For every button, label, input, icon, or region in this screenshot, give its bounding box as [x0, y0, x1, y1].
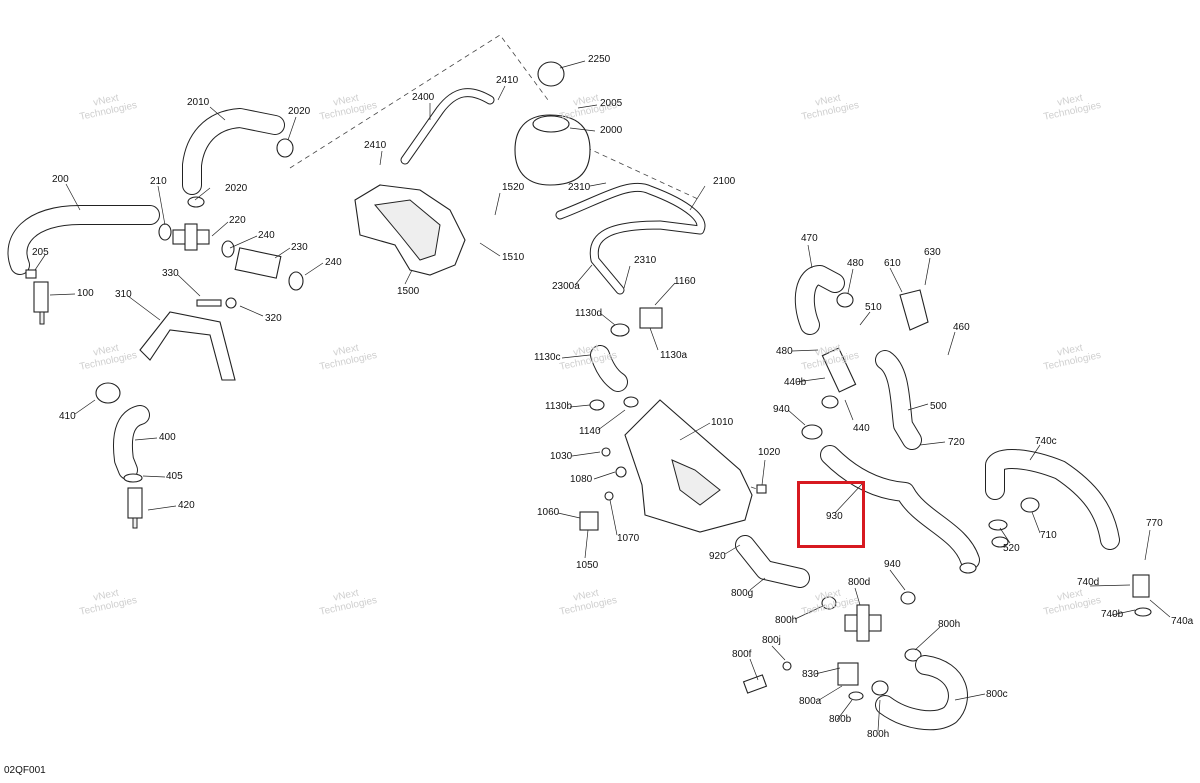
- part-label[interactable]: 740d: [1077, 577, 1100, 588]
- part-label[interactable]: 1010: [711, 417, 734, 428]
- part-label[interactable]: 1060: [537, 507, 560, 518]
- part-label[interactable]: 240: [258, 230, 275, 241]
- part-label[interactable]: 720: [948, 437, 965, 448]
- part-label[interactable]: 710: [1040, 530, 1057, 541]
- part-label[interactable]: 2310: [634, 255, 657, 266]
- part-label[interactable]: 1030: [550, 451, 573, 462]
- part-label[interactable]: 400: [159, 432, 176, 443]
- part-label[interactable]: 2020: [288, 106, 311, 117]
- part-label[interactable]: 2310: [568, 182, 591, 193]
- part-label[interactable]: 800h: [775, 615, 798, 626]
- part-label[interactable]: 930: [826, 511, 843, 522]
- part-label[interactable]: 205: [32, 247, 49, 258]
- part-label[interactable]: 440: [853, 423, 870, 434]
- part-label[interactable]: 800d: [848, 577, 871, 588]
- part-label[interactable]: 500: [930, 401, 947, 412]
- part-label[interactable]: 2400: [412, 92, 435, 103]
- part-label[interactable]: 2250: [588, 54, 611, 65]
- part-label[interactable]: 2020: [225, 183, 248, 194]
- part-label[interactable]: 210: [150, 176, 167, 187]
- part-label[interactable]: 2010: [187, 97, 210, 108]
- highlight-box: [797, 481, 865, 548]
- part-label[interactable]: 740c: [1035, 436, 1057, 447]
- part-label[interactable]: 800g: [731, 588, 754, 599]
- part-label[interactable]: 320: [265, 313, 282, 324]
- part-label[interactable]: 800f: [732, 649, 752, 660]
- part-label[interactable]: 800h: [867, 729, 890, 740]
- part-label[interactable]: 740a: [1171, 616, 1194, 627]
- part-label[interactable]: 2410: [496, 75, 519, 86]
- part-label[interactable]: 1160: [674, 276, 696, 287]
- part-label[interactable]: 460: [953, 322, 970, 333]
- part-label[interactable]: 1130c: [534, 352, 561, 363]
- part-label[interactable]: 200: [52, 174, 69, 185]
- part-label[interactable]: 800c: [986, 689, 1008, 700]
- part-label[interactable]: 100: [77, 288, 94, 299]
- part-label[interactable]: 800j: [762, 635, 781, 646]
- part-label[interactable]: 770: [1146, 518, 1163, 529]
- part-label[interactable]: 800a: [799, 696, 822, 707]
- part-label[interactable]: 2000: [600, 125, 623, 136]
- part-label[interactable]: 1130a: [660, 350, 688, 361]
- part-label[interactable]: 2300a: [552, 281, 580, 292]
- part-label[interactable]: 740b: [1101, 609, 1124, 620]
- part-label[interactable]: 220: [229, 215, 246, 226]
- part-label[interactable]: 480: [847, 258, 864, 269]
- part-label[interactable]: 800b: [829, 714, 852, 725]
- part-label[interactable]: 800h: [938, 619, 961, 630]
- part-label[interactable]: 2100: [713, 176, 736, 187]
- part-label[interactable]: 230: [291, 242, 308, 253]
- part-label[interactable]: 1020: [758, 447, 781, 458]
- part-label[interactable]: 330: [162, 268, 179, 279]
- part-label[interactable]: 1510: [502, 252, 525, 263]
- part-label[interactable]: 1520: [502, 182, 525, 193]
- part-label[interactable]: 1130d: [575, 308, 603, 319]
- part-label[interactable]: 240: [325, 257, 342, 268]
- part-label[interactable]: 1500: [397, 286, 420, 297]
- part-label[interactable]: 940: [884, 559, 901, 570]
- part-label[interactable]: 2005: [600, 98, 623, 109]
- part-label[interactable]: 940: [773, 404, 790, 415]
- diagram-code: 02QF001: [4, 765, 46, 776]
- part-label[interactable]: 830: [802, 669, 819, 680]
- part-label[interactable]: 310: [115, 289, 132, 300]
- part-label[interactable]: 410: [59, 411, 76, 422]
- part-label[interactable]: 1080: [570, 474, 593, 485]
- part-label[interactable]: 440b: [784, 377, 807, 388]
- part-label[interactable]: 2410: [364, 140, 387, 151]
- part-label[interactable]: 1140: [579, 426, 601, 437]
- part-label[interactable]: 630: [924, 247, 941, 258]
- part-label[interactable]: 420: [178, 500, 195, 511]
- part-label[interactable]: 1050: [576, 560, 599, 571]
- part-label[interactable]: 510: [865, 302, 882, 313]
- part-label[interactable]: 920: [709, 551, 726, 562]
- part-label[interactable]: 1070: [617, 533, 640, 544]
- part-label[interactable]: 610: [884, 258, 901, 269]
- part-label[interactable]: 520: [1003, 543, 1020, 554]
- part-label[interactable]: 480: [776, 346, 793, 357]
- part-label[interactable]: 470: [801, 233, 818, 244]
- part-label[interactable]: 1130b: [545, 401, 573, 412]
- part-label[interactable]: 405: [166, 471, 183, 482]
